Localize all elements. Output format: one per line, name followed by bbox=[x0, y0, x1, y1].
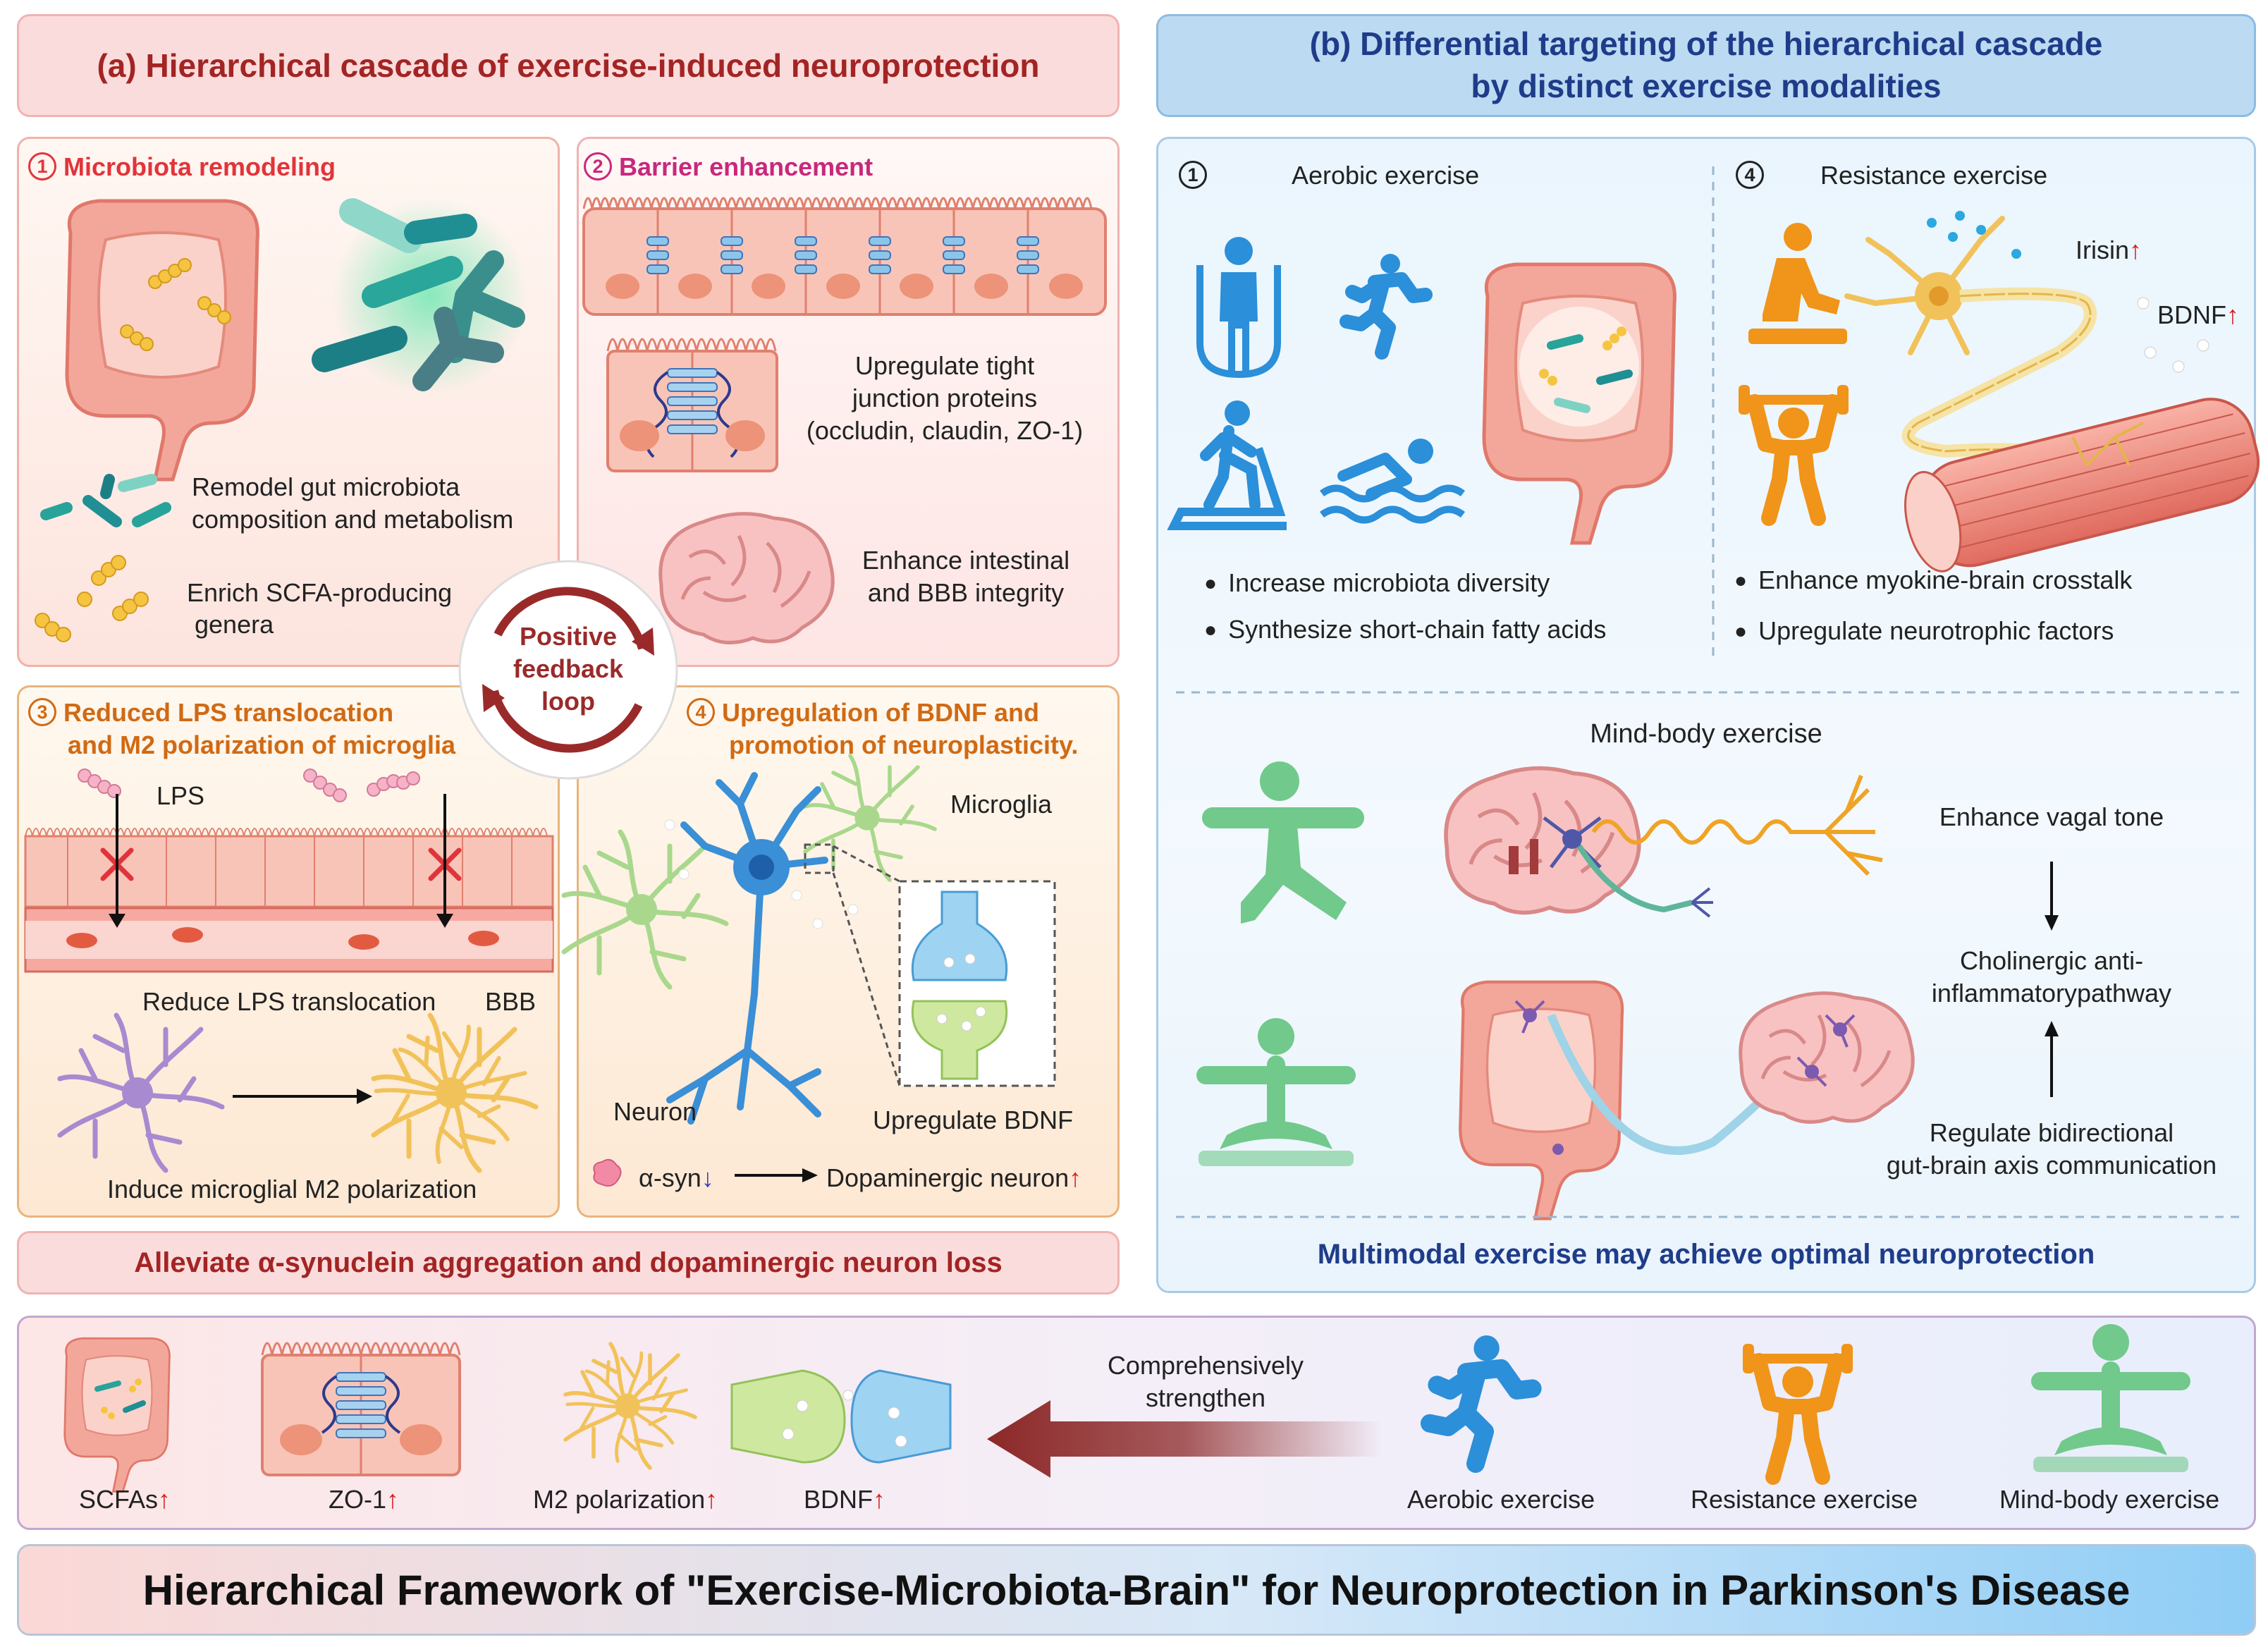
scfa-bacteria-icon bbox=[35, 555, 149, 642]
text-remodel-1: Remodel gut microbiota bbox=[192, 472, 460, 501]
bottom-meditator-icon bbox=[2033, 1328, 2202, 1483]
aerobic-bullet-2: Synthesize short-chain fatty acids bbox=[1204, 613, 1606, 645]
horizontal-divider-2 bbox=[1176, 1216, 2241, 1218]
text-remodel-2: composition and metabolism bbox=[192, 505, 514, 534]
runner-icon bbox=[1347, 254, 1438, 360]
feedback-label-1: Positive bbox=[519, 622, 618, 651]
treadmill-icon bbox=[1167, 400, 1287, 530]
tai-chi-icon bbox=[1202, 761, 1364, 924]
panel-b-body bbox=[1156, 137, 2256, 1293]
gut-brain-axis-illustration bbox=[1445, 973, 1904, 1206]
vertical-divider bbox=[1712, 166, 1715, 660]
label-microglia: Microglia bbox=[950, 790, 1053, 819]
text-vagal: Enhance vagal tone bbox=[1939, 802, 2164, 831]
rowing-icon bbox=[1748, 223, 1847, 344]
meditation-icon bbox=[1199, 1022, 1368, 1177]
label-m2: M2 polarization↑ bbox=[533, 1485, 718, 1514]
feedback-label-3: loop bbox=[541, 687, 595, 716]
label-bbb: BBB bbox=[485, 987, 537, 1016]
lps-molecules bbox=[78, 769, 420, 802]
jump-rope-icon bbox=[1196, 237, 1281, 379]
colon-bacteria-icon bbox=[1466, 254, 1699, 550]
synapse-inset bbox=[804, 843, 1056, 1087]
label-neuron: Neuron bbox=[613, 1097, 697, 1126]
text-induce-m2: Induce microglial M2 polarization bbox=[107, 1175, 477, 1204]
label-lps: LPS bbox=[157, 781, 205, 810]
resistance-bullet-1: Enhance myokine-brain crosstalk bbox=[1734, 564, 2132, 596]
swimmer-icon bbox=[1320, 439, 1465, 524]
epithelium-strip bbox=[582, 197, 1107, 316]
aerobic-bullet-1: Increase microbiota diversity bbox=[1204, 567, 1550, 599]
gut-barrier-vessel bbox=[24, 794, 554, 973]
feedback-label-2: feedback bbox=[513, 654, 624, 683]
arrow-up-regulate bbox=[2045, 1021, 2059, 1097]
bottom-synapse-icon bbox=[730, 1369, 952, 1464]
label-irisin: Irisin↑ bbox=[2076, 235, 2143, 264]
bottom-lifter-icon bbox=[1741, 1347, 1861, 1488]
label-scfas: SCFAs↑ bbox=[79, 1485, 171, 1514]
label-bdnf-resistance: BDNF↑ bbox=[2157, 300, 2239, 329]
text-asyn: α-syn↓ bbox=[639, 1163, 714, 1192]
text-upregulate-bdnf: Upregulate BDNF bbox=[873, 1106, 1074, 1134]
text-tight-3: (occludin, claudin, ZO-1) bbox=[806, 416, 1084, 445]
text-reduce-lps: Reduce LPS translocation bbox=[142, 987, 436, 1016]
label-aerobic-bottom: Aerobic exercise bbox=[1407, 1485, 1595, 1514]
panel-b-header: (b) Differential targeting of the hierar… bbox=[1156, 14, 2256, 117]
text-tight-2: junction proteins bbox=[852, 384, 1038, 412]
text-dopaminergic: Dopaminergic neuron↑ bbox=[826, 1163, 1082, 1192]
panel-b-footer: Multimodal exercise may achieve optimal … bbox=[1317, 1239, 2095, 1270]
bottom-m2-microglia-icon bbox=[550, 1335, 705, 1476]
weightlifter-icon bbox=[1744, 395, 1857, 536]
brain-vagus-illustration bbox=[1431, 761, 1883, 918]
text-strengthen-1: Comprehensively bbox=[1107, 1351, 1304, 1380]
label-resistance-bottom: Resistance exercise bbox=[1691, 1485, 1918, 1514]
text-integrity-1: Enhance intestinal bbox=[862, 546, 1070, 575]
colon-illustration bbox=[49, 190, 282, 486]
asyn-arrow bbox=[735, 1168, 818, 1182]
subpanel-3-title-2: and M2 polarization of microglia bbox=[68, 730, 456, 759]
asyn-aggregate-icon bbox=[593, 1158, 622, 1187]
panel-b-header-2: by distinct exercise modalities bbox=[1471, 68, 1942, 104]
label-zo1: ZO-1↑ bbox=[329, 1485, 400, 1514]
text-enrich-1: Enrich SCFA-producing bbox=[187, 578, 453, 607]
text-cholinergic-2: inflammatorypathway bbox=[1931, 979, 2172, 1008]
text-regulate-1: Regulate bidirectional bbox=[1929, 1118, 2174, 1147]
label-mindbody-bottom: Mind-body exercise bbox=[1999, 1485, 2220, 1514]
arrow-down-vagal bbox=[2045, 862, 2059, 931]
feedback-loop-icon bbox=[458, 560, 678, 780]
panel-a-footer: Alleviate α-synuclein aggregation and do… bbox=[17, 1231, 1120, 1294]
text-enrich-2: genera bbox=[195, 610, 274, 639]
resistance-bullet-2: Upregulate neurotrophic factors bbox=[1734, 615, 2114, 647]
label-bdnf-bottom: BDNF↑ bbox=[804, 1485, 885, 1514]
bacteria-cluster bbox=[312, 197, 529, 395]
motor-neuron-muscle bbox=[1844, 211, 2260, 573]
horizontal-divider bbox=[1176, 691, 2241, 694]
rod-bacteria-icon bbox=[40, 474, 171, 527]
text-tight-1: Upregulate tight bbox=[854, 351, 1035, 380]
strengthen-arrow bbox=[987, 1400, 1382, 1478]
microglia-m1-icon bbox=[53, 1015, 222, 1170]
microglia-m2-icon bbox=[367, 1015, 536, 1170]
main-title-bar: Hierarchical Framework of "Exercise-Micr… bbox=[17, 1544, 2256, 1636]
text-strengthen-2: strengthen bbox=[1145, 1383, 1266, 1412]
mindbody-title: Mind-body exercise bbox=[1590, 719, 1822, 749]
panel-a-header: (a) Hierarchical cascade of exercise-ind… bbox=[17, 14, 1120, 117]
text-regulate-2: gut-brain axis communication bbox=[1886, 1151, 2217, 1180]
bottom-gut-icon bbox=[63, 1337, 171, 1493]
tight-junction-closeup bbox=[606, 338, 778, 472]
text-integrity-2: and BBB integrity bbox=[867, 578, 1065, 607]
text-cholinergic-1: Cholinergic anti- bbox=[1959, 946, 2144, 975]
polarization-arrow bbox=[233, 1089, 372, 1104]
bottom-tight-junction-icon bbox=[261, 1342, 461, 1476]
panel-b-header-1: (b) Differential targeting of the hierar… bbox=[1309, 25, 2103, 63]
subpanel-4-title-2: promotion of neuroplasticity. bbox=[729, 730, 1079, 759]
bottom-runner-icon bbox=[1430, 1335, 1536, 1476]
neuron-microglia-illustration bbox=[585, 769, 909, 1125]
